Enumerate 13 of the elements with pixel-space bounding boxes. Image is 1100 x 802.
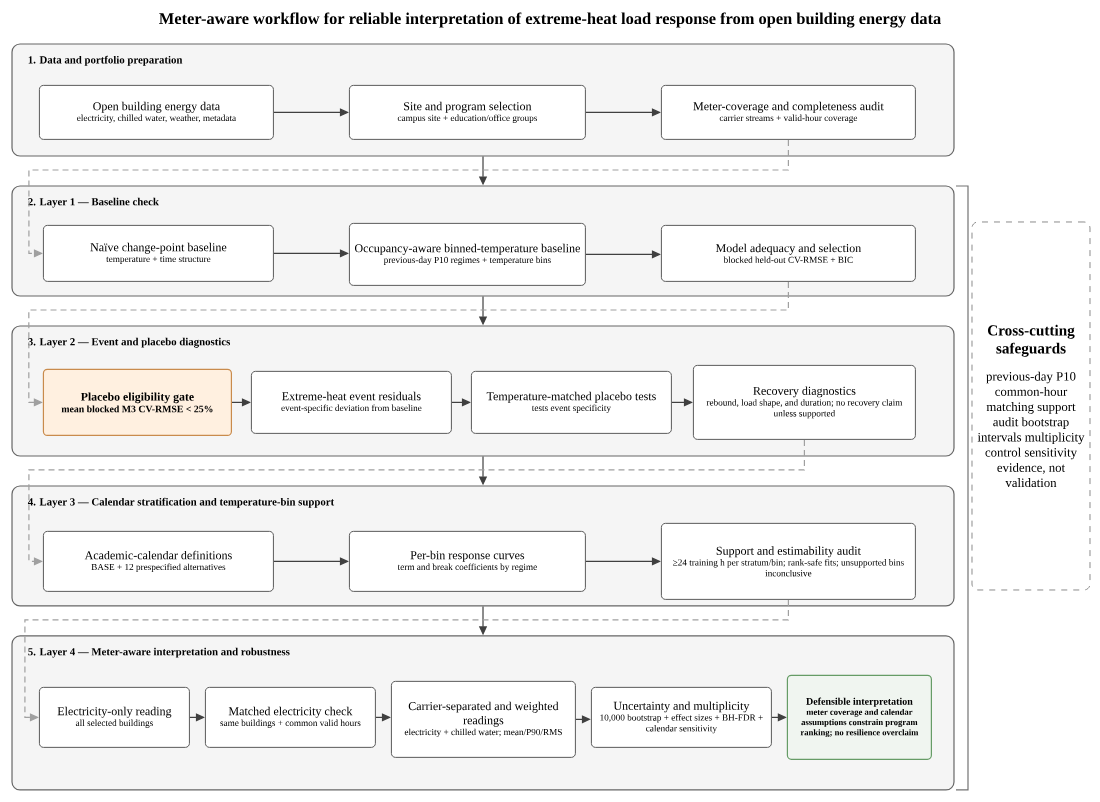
dashed-arrow (28, 139, 789, 258)
arrow (671, 398, 693, 407)
arrow (375, 713, 391, 722)
dashed-arrow (24, 599, 789, 722)
arrow (231, 398, 251, 407)
arrow (273, 108, 349, 117)
arrow (273, 557, 349, 566)
title: Meter-aware workflow for reliable interpretation of extreme-heat load response from open building energy data (159, 12, 941, 28)
arrow (273, 249, 349, 258)
dashed-arrow (28, 439, 805, 566)
arrow (189, 713, 205, 722)
dashed-arrow (28, 281, 789, 407)
arrow (451, 398, 471, 407)
